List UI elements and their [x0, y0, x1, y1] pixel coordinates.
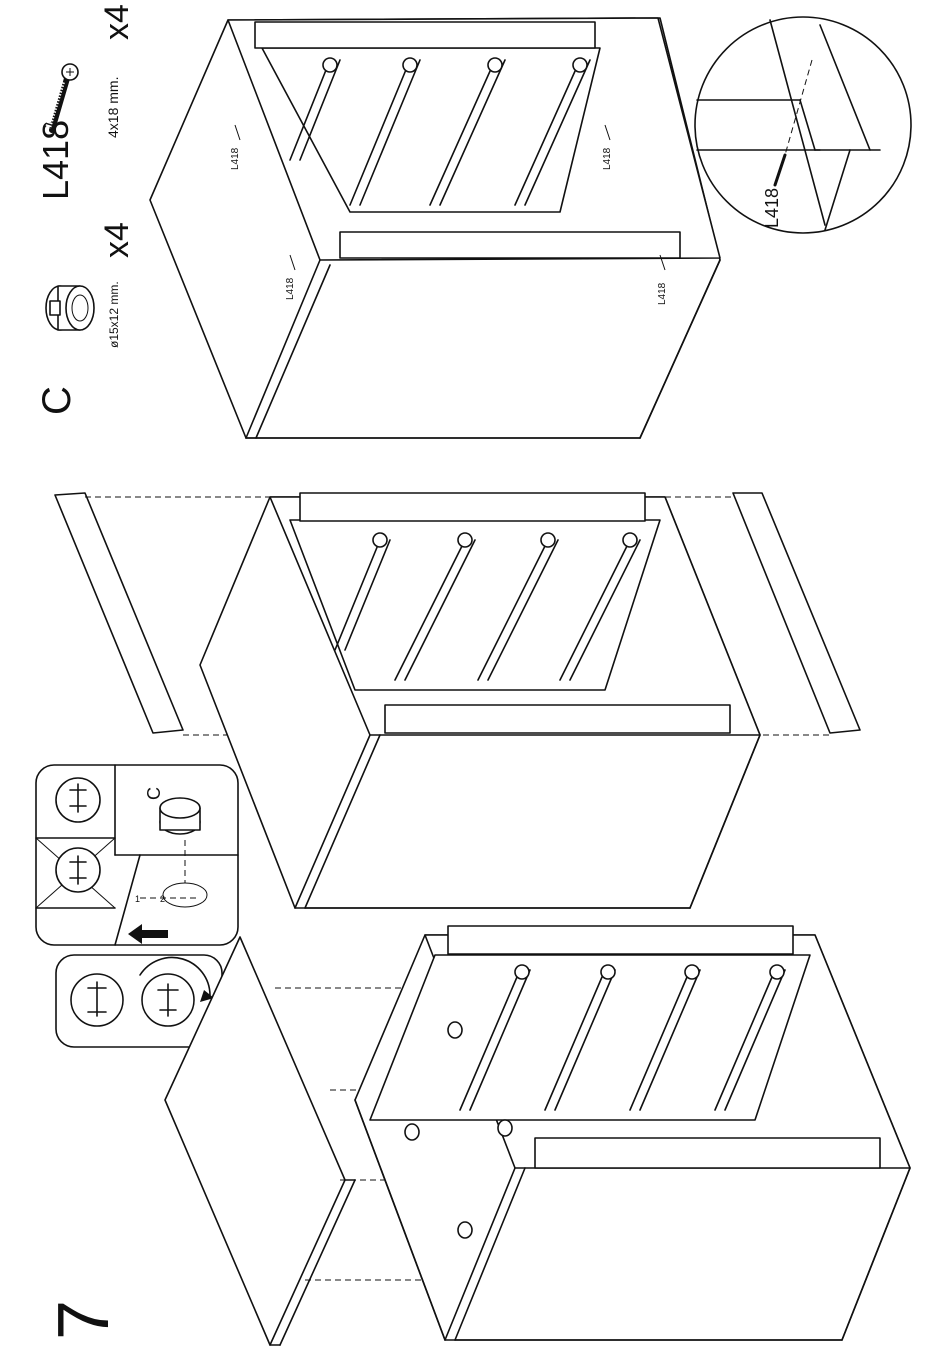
inset-cam-label: C	[144, 787, 164, 800]
part-qty-c: x4	[98, 222, 136, 258]
part-size-c: ø15x12 mm.	[107, 281, 121, 348]
screw-label-1: L418	[230, 147, 241, 170]
detail-zoom-circle: L418	[695, 17, 911, 233]
cabinet-bottom-view	[165, 926, 910, 1345]
cabinet-top-view: L418 L418 L418 L418	[150, 18, 720, 438]
hole-mark-1: 1	[135, 894, 140, 904]
part-code-l418: L418	[35, 120, 76, 200]
cam-lock-icon	[46, 286, 94, 330]
detail-screw-label: L418	[762, 188, 782, 228]
plinth-strip-right	[733, 493, 860, 733]
step-number: 7	[44, 1300, 124, 1340]
parts-legend: C ø15x12 mm. x4 L418 4x18 mm. x4	[35, 4, 136, 415]
screw-label-3: L418	[602, 147, 613, 170]
cam-lock-inset: C 1 2	[36, 765, 238, 945]
hole-mark-2: 2	[160, 894, 165, 904]
part-qty-l418: x4	[98, 4, 136, 40]
screw-label-4: L418	[657, 282, 668, 305]
part-code-c: C	[35, 386, 79, 415]
screw-label-2: L418	[285, 277, 296, 300]
part-size-l418: 4x18 mm.	[105, 77, 121, 138]
plinth-strip-left	[55, 493, 183, 733]
